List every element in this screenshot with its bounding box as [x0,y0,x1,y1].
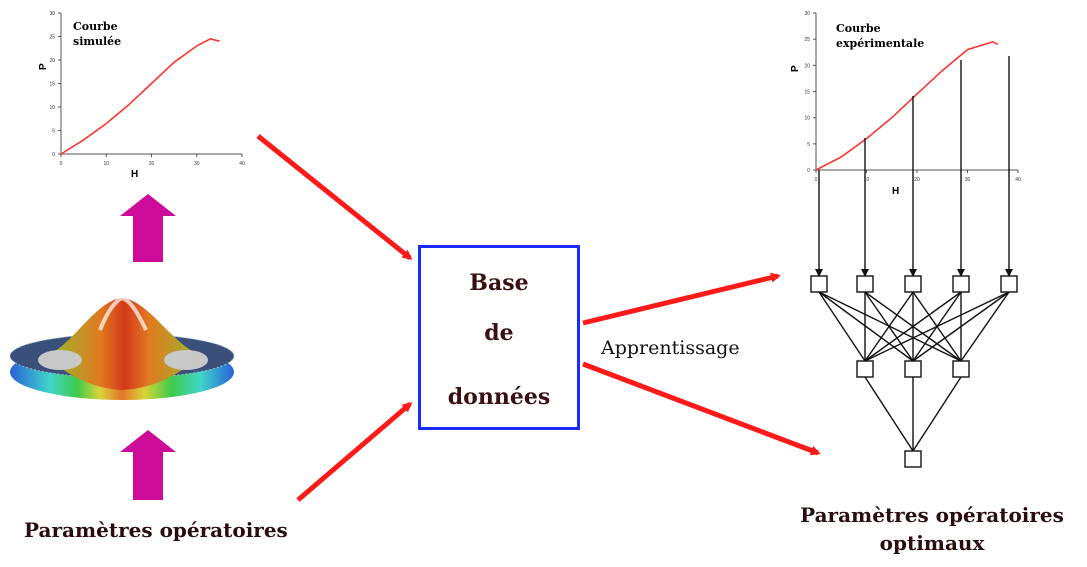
up-arrow-lower [120,430,176,500]
fe-model-grey-left [38,350,82,370]
database-label-line1: Base [469,270,529,296]
arrow-parameters-to-database [296,402,413,502]
optimal-parameters-line1: Paramètres opératoires [800,503,1064,527]
optimal-parameters-line2: optimaux [879,531,985,555]
left-chart-xlabel: H [131,169,138,180]
right-chart-y-tick-label: 30 [804,11,810,17]
right-chart-y-tick-label: 0 [807,168,810,174]
right-chart-xlabel: H [892,186,899,197]
left-chart-ylabel: P [38,63,49,70]
database-box: Base de données [418,245,580,430]
left-chart-y-tick-label: 15 [49,82,55,88]
right-chart-y-ticks: 0 5 10 15 20 25 30 [804,11,816,174]
nn-connection [818,291,866,362]
nn-connection [912,291,1010,362]
nn-connection [960,291,1010,362]
fe-model-image [9,295,235,400]
right-chart-x-tick-label: 20 [914,177,920,183]
nn-input-node [904,275,922,293]
nn-hidden-node [904,360,922,378]
fe-model-highlight [98,295,148,331]
nn-connection [864,291,914,362]
nn-hidden-node [952,360,970,378]
left-chart-x-ticks: 0 10 20 30 40 [60,154,245,167]
left-chart-y-tick-label: 5 [52,129,55,135]
left-chart-x-tick-label: 10 [103,161,109,167]
right-chart-x-tick-label: 40 [1015,177,1021,183]
left-chart-series-line [60,38,220,155]
right-chart-x-tick-label: 30 [965,177,971,183]
nn-hidden-node [856,360,874,378]
left-chart: 0 5 10 15 20 25 30 0 10 20 30 40 P H [38,11,245,180]
nn-connection [818,291,962,362]
right-chart-y-tick-label: 5 [807,142,810,148]
left-chart-y-tick-label: 10 [49,105,55,111]
learning-label: Apprentissage [601,337,740,359]
left-chart-y-tick-label: 20 [49,58,55,64]
nn-connection [864,291,962,362]
left-chart-y-tick-label: 25 [49,35,55,41]
right-chart-x-tick-label: 10 [864,177,870,183]
right-chart-y-tick-label: 15 [804,90,810,96]
nn-input-node [952,275,970,293]
right-chart-x-tick-label: 0 [815,177,818,183]
left-chart-x-tick-label: 20 [149,161,155,167]
arrow-database-to-network [582,272,781,326]
right-chart-y-tick-label: 10 [804,116,810,122]
left-chart-x-tick-label: 0 [60,161,63,167]
nn-output-node [904,450,922,468]
right-chart-title: Courbe expérimentale [836,21,924,51]
arrow-simulated-to-database [256,134,413,260]
nn-input-node [1000,275,1018,293]
right-chart: 0 5 10 15 20 25 30 0 10 20 30 40 P H [790,11,1021,197]
nn-connection [864,376,914,452]
arrow-database-to-optimal [582,361,821,456]
database-label-line3: données [447,384,551,410]
nn-input-node [810,275,828,293]
right-chart-ylabel: P [790,65,801,72]
nn-connection [818,291,914,362]
right-chart-title-line1: Courbe [836,22,881,35]
neural-network-connections [818,291,1010,452]
right-chart-series-line [815,40,999,171]
left-chart-x-tick-label: 40 [239,161,245,167]
operating-parameters-label: Paramètres opératoires [24,518,288,542]
up-arrow-upper [120,194,176,262]
left-chart-y-tick-label: 30 [49,11,55,17]
neural-network-input-arrows [815,56,1013,277]
left-chart-title-line1: Courbe [73,20,118,33]
left-chart-x-tick-label: 30 [194,161,200,167]
nn-connection [864,291,1010,362]
left-chart-title-line2: simulée [73,35,122,48]
fe-model-bump [44,298,205,390]
right-chart-y-tick-label: 25 [804,37,810,43]
right-chart-y-tick-label: 20 [804,63,810,69]
left-chart-y-tick-label: 0 [52,152,55,158]
left-chart-title: Courbe simulée [73,19,121,49]
neural-network-nodes [810,275,1018,468]
nn-connection [912,376,962,452]
right-chart-title-line2: expérimentale [836,37,925,50]
fe-model-grey-right [164,350,208,370]
optimal-parameters-label: Paramètres opératoires optimaux [784,503,1080,555]
right-chart-x-ticks: 0 10 20 30 40 [815,170,1021,183]
left-chart-y-ticks: 0 5 10 15 20 25 30 [49,11,61,158]
nn-input-node [856,275,874,293]
database-label-line2: de [484,320,514,346]
